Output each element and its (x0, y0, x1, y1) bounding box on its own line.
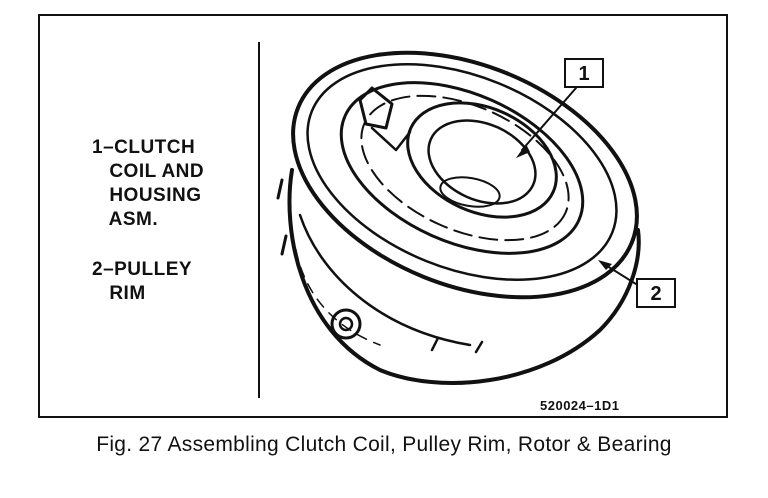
leader-line-2 (603, 263, 637, 285)
leader-line-1 (521, 87, 577, 151)
mounting-bolt (330, 308, 362, 340)
pulley-rim-outer (291, 50, 639, 300)
pulley-rim-inner (306, 63, 618, 281)
coil-housing-bore (427, 119, 537, 205)
legend-item-pulley-rim: 2–PULLEY RIM (92, 259, 193, 304)
callout-label-1: 1 (564, 58, 604, 88)
callout-label-2: 2 (636, 278, 676, 308)
connector-tab (358, 86, 394, 130)
coil-housing-ring (406, 101, 558, 219)
reference-code: 520024–1D1 (540, 398, 620, 413)
figure-caption: Fig. 27 Assembling Clutch Coil, Pulley R… (96, 433, 672, 456)
legend-item-clutch-coil: 1–CLUTCH COIL AND HOUSING ASM. (92, 137, 205, 230)
coil-groove-outer (339, 81, 585, 255)
legend-divider (258, 42, 260, 398)
figure-frame (38, 14, 728, 418)
bearing-bore (439, 176, 501, 208)
housing-body (287, 168, 641, 385)
